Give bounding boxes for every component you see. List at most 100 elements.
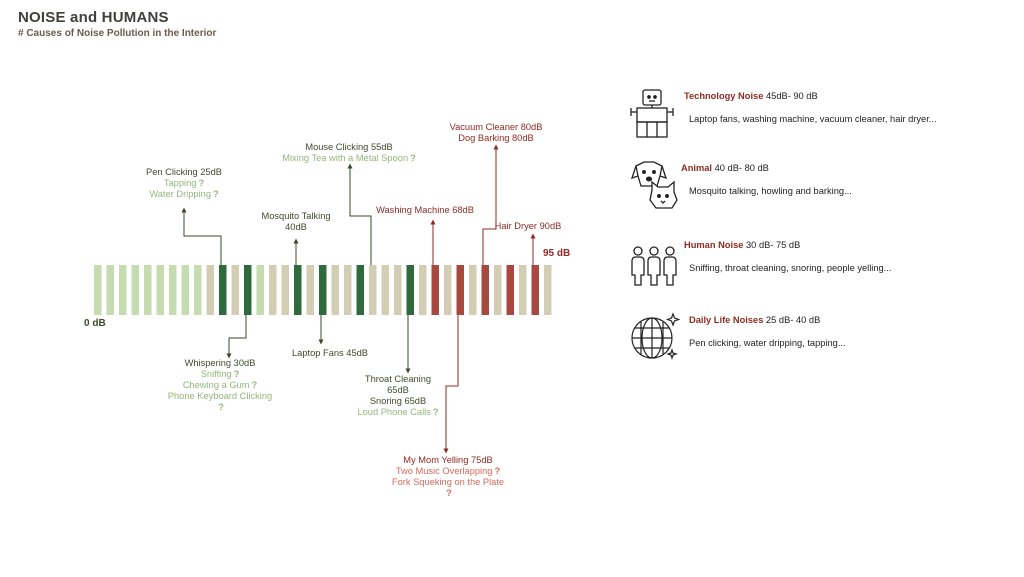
- annotation-connectors: [181, 144, 536, 454]
- category-technology-title: Technology Noise 45dB- 90 dB: [684, 91, 818, 101]
- decibel-bar: [531, 265, 539, 315]
- annotation-line: Fork Squeking on the Plate: [392, 477, 504, 488]
- connector-arrow: [482, 144, 499, 265]
- connector-arrow: [443, 315, 459, 454]
- people-icon: [631, 246, 677, 286]
- category-daily-life-desc: Pen clicking, water dripping, tapping...: [689, 338, 846, 348]
- decibel-bar: [181, 265, 189, 315]
- annotation-line: Snoring 65dB: [357, 396, 438, 407]
- annotation-line: Chewing a Gum?: [168, 380, 272, 391]
- annotation-line: Washing Machine 68dB: [376, 205, 474, 216]
- decibel-bar: [231, 265, 239, 315]
- decibel-bar: [256, 265, 264, 315]
- annotation-line: Hair Dryer 90dB: [495, 221, 562, 232]
- category-human: Human Noise 30 dB- 75 dB Sniffing, throa…: [630, 237, 1010, 287]
- annotation-line: Pen Clicking 25dB: [146, 167, 222, 178]
- question-mark: ?: [494, 466, 501, 476]
- annotation-text: Chewing a Gum: [182, 380, 250, 390]
- decibel-bar: [519, 265, 527, 315]
- annotation-line: Sniffing?: [168, 369, 272, 380]
- annotation-line: Water Dripping?: [146, 189, 222, 200]
- category-human-title: Human Noise 30 dB- 75 dB: [684, 240, 801, 250]
- category-daily-life-title: Daily Life Noises 25 dB- 40 dB: [689, 315, 821, 325]
- decibel-bar: [306, 265, 314, 315]
- scale-max-label: 95 dB: [543, 248, 571, 259]
- annotation-line: Laptop Fans 45dB: [292, 348, 368, 359]
- dog-cat-icon: [630, 161, 678, 209]
- decibel-bar: [94, 265, 102, 315]
- annotation-text: Pen Clicking 25dB: [146, 167, 222, 177]
- annotation-text: 65dB: [387, 385, 409, 395]
- decibel-bar: [319, 265, 327, 315]
- decibel-bar: [131, 265, 139, 315]
- decibel-bar: [244, 265, 252, 315]
- annotation-text: Dog Barking 80dB: [458, 133, 534, 143]
- question-mark: ?: [212, 189, 219, 199]
- decibel-bar: [156, 265, 164, 315]
- decibel-bar: [394, 265, 402, 315]
- decibel-bar: [206, 265, 214, 315]
- decibel-bar: [406, 265, 414, 315]
- decibel-bar: [444, 265, 452, 315]
- annotation-text: Vacuum Cleaner 80dB: [449, 122, 543, 132]
- connector-arrow: [181, 207, 222, 265]
- annotation-text: Whispering 30dB: [184, 358, 256, 368]
- decibel-bar: [331, 265, 339, 315]
- decibel-bar: [194, 265, 202, 315]
- decibel-bar: [506, 265, 514, 315]
- decibel-bar: [344, 265, 352, 315]
- annotation-text: Fork Squeking on the Plate: [391, 477, 505, 487]
- annotation-text: Mouse Clicking 55dB: [305, 142, 393, 152]
- annotation-text: 40dB: [285, 222, 307, 232]
- question-mark: ?: [198, 178, 205, 188]
- annotation-line: Whispering 30dB: [168, 358, 272, 369]
- category-human-desc: Sniffing, throat cleaning, snoring, peop…: [689, 263, 892, 273]
- annotation-text: My Mom Yelling 75dB: [403, 455, 493, 465]
- annotation-laptop-fans: Laptop Fans 45dB: [292, 348, 368, 359]
- annotation-line: Tapping?: [146, 178, 222, 189]
- decibel-bar: [544, 265, 552, 315]
- decibel-bar: [494, 265, 502, 315]
- category-daily-life: Daily Life Noises 25 dB- 40 dB Pen click…: [630, 312, 1010, 362]
- annotation-washing-machine: Washing Machine 68dB: [376, 205, 474, 216]
- annotation-text: Throat Cleaning: [364, 374, 432, 384]
- decibel-bar: [269, 265, 277, 315]
- question-mark: ?: [410, 153, 416, 163]
- annotation-line: Vacuum Cleaner 80dB: [450, 122, 543, 133]
- annotation-text: Mosquito Talking: [261, 211, 331, 221]
- annotation-line: ?: [168, 402, 272, 413]
- annotation-text: Snoring 65dB: [369, 396, 427, 406]
- annotation-line: Two Music Overlapping?: [392, 466, 504, 477]
- robot-icon: [630, 89, 674, 138]
- annotation-line: 40dB: [261, 222, 330, 233]
- annotation-text: Laptop Fans 45dB: [292, 348, 368, 358]
- category-animal: Animal 40 dB- 80 dB Mosquito talking, ho…: [630, 160, 1010, 210]
- decibel-bar: [419, 265, 427, 315]
- page-subtitle: # Causes of Noise Pollution in the Inter…: [18, 28, 217, 39]
- question-mark: ?: [446, 488, 452, 498]
- annotation-line: ?: [392, 488, 504, 499]
- connector-arrow: [226, 315, 247, 359]
- disco-ball-icon: [631, 312, 680, 360]
- annotation-hair-dryer: Hair Dryer 90dB: [495, 221, 562, 232]
- annotation-line: Mouse Clicking 55dB: [282, 142, 416, 153]
- connector-arrow: [347, 163, 372, 265]
- annotation-text: Hair Dryer 90dB: [494, 221, 562, 231]
- annotation-line: Mosquito Talking: [261, 211, 330, 222]
- annotation-text: Washing Machine 68dB: [376, 205, 474, 215]
- decibel-bar: [106, 265, 114, 315]
- annotation-line: My Mom Yelling 75dB: [392, 455, 504, 466]
- category-technology-desc: Laptop fans, washing machine, vacuum cle…: [689, 114, 937, 124]
- decibel-bar: [281, 265, 289, 315]
- decibel-bars: [94, 265, 552, 315]
- page-title: NOISE and HUMANS: [18, 9, 169, 26]
- annotation-line: Dog Barking 80dB: [450, 133, 543, 144]
- decibel-bar: [219, 265, 227, 315]
- decibel-bar: [119, 265, 127, 315]
